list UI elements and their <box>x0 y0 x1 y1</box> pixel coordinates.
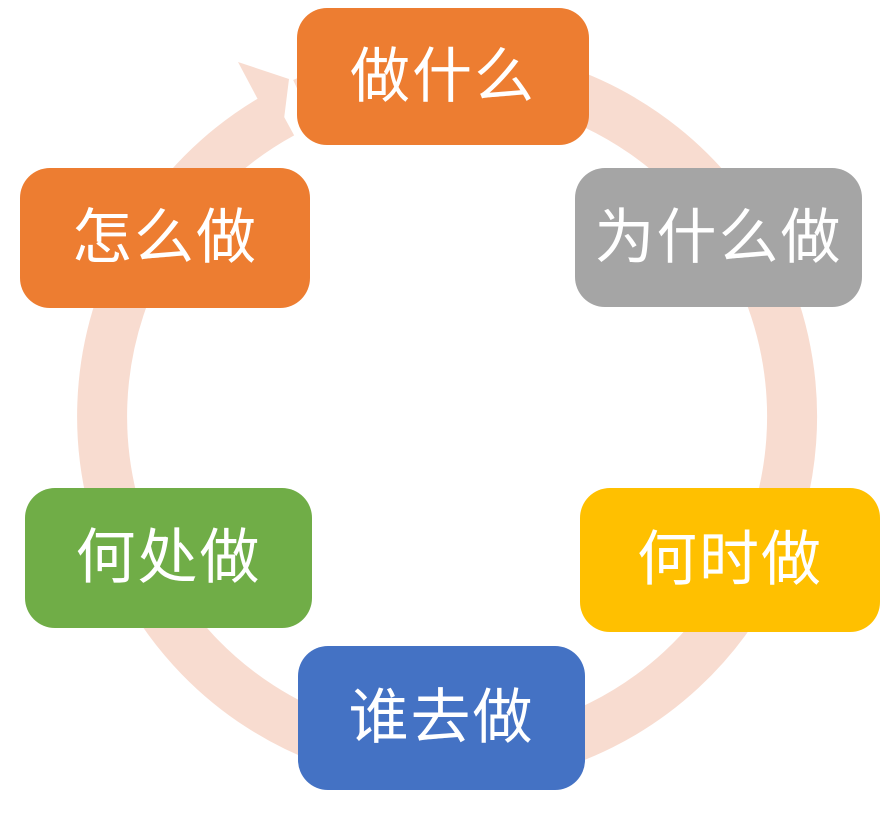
node-who-box: 谁去做 <box>298 646 585 790</box>
ring-arrowhead-icon <box>238 62 289 143</box>
node-how-box: 怎么做 <box>20 168 310 308</box>
node-when-box: 何时做 <box>580 488 880 632</box>
node-what-box: 做什么 <box>297 8 589 145</box>
ring-arc <box>77 46 818 787</box>
node-who-label: 谁去做 <box>348 683 535 753</box>
node-where-box: 何处做 <box>25 488 312 628</box>
node-what-label: 做什么 <box>350 41 536 112</box>
node-why-box: 为什么做 <box>575 168 862 307</box>
node-why-label: 为什么做 <box>594 202 843 273</box>
node-when-label: 何时做 <box>637 525 823 595</box>
node-how-label: 怎么做 <box>72 203 258 273</box>
node-where-label: 何处做 <box>75 523 262 593</box>
